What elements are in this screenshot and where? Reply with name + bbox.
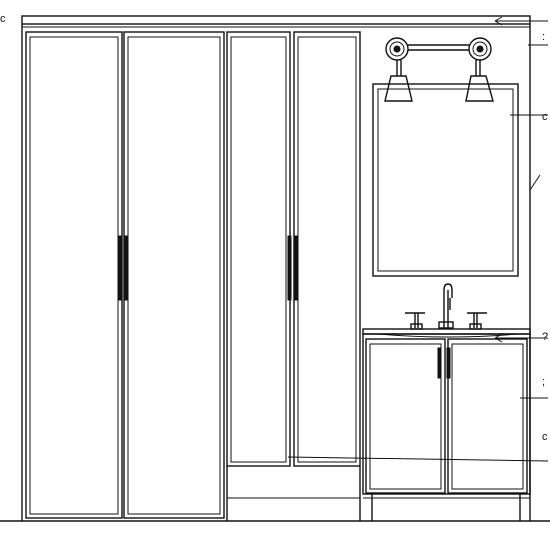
- sconce-shade-left: [384, 75, 413, 102]
- tall-cabinet-left: [25, 31, 225, 519]
- faucet-handle-left: [405, 312, 425, 330]
- door-handle-left-pair: [117, 235, 129, 301]
- door-handle-center-pair: [287, 235, 299, 301]
- cropped-label-marks: c : c ? ; c: [0, 13, 548, 443]
- annotation-leaders: [287, 16, 550, 522]
- tall-cabinet-center: [226, 31, 361, 521]
- sconce-shade-right: [465, 75, 494, 102]
- wall-sconce: [385, 37, 492, 76]
- faucet-handle-right: [467, 312, 487, 330]
- vanity-door-handles: [437, 347, 451, 379]
- svg-text:;: ;: [542, 376, 545, 388]
- crown-trim: [21, 15, 531, 28]
- countertop: [362, 328, 531, 338]
- svg-text::: :: [542, 31, 545, 43]
- svg-text:c: c: [542, 111, 548, 123]
- cabinet-frame: [21, 24, 531, 521]
- svg-text:?: ?: [542, 331, 548, 343]
- svg-text:c: c: [0, 13, 6, 25]
- vanity-cabinet: [362, 333, 531, 521]
- faucet: [438, 283, 454, 329]
- svg-text:c: c: [542, 431, 548, 443]
- mirror: [372, 83, 519, 277]
